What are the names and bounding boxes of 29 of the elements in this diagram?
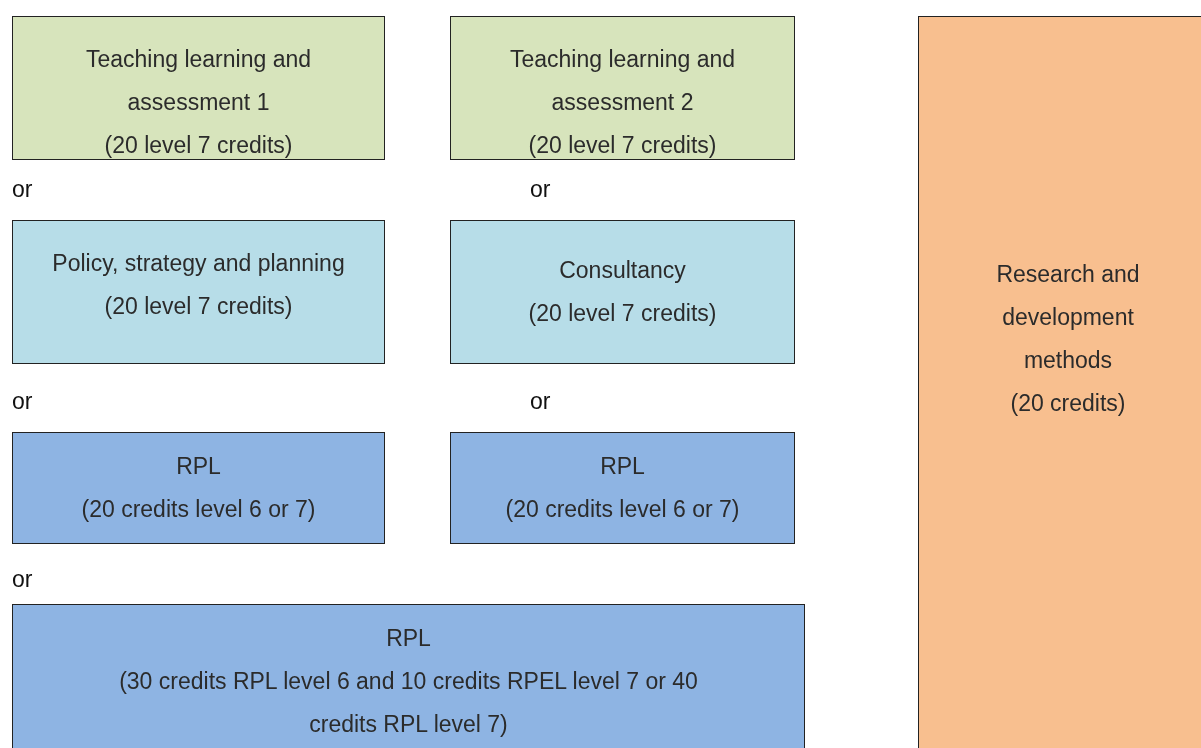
or-label: or xyxy=(530,388,551,415)
course-module-box xyxy=(12,604,805,748)
module-title: Research and development methods xyxy=(995,260,1141,375)
or-label: or xyxy=(530,176,551,203)
or-label: or xyxy=(12,176,33,203)
module-title: Teaching learning and assessment 1 xyxy=(84,45,313,117)
course-module-box xyxy=(450,220,795,364)
module-title: Teaching learning and assessment 2 xyxy=(508,45,737,117)
credit-note: (30 credits RPL level 6 and 10 credits RPEL level 7 or 40 credits RPL level 7) xyxy=(118,667,699,739)
module-title: Policy, strategy and planning xyxy=(52,249,345,278)
credit-note: (20 level 7 credits) xyxy=(104,292,293,321)
credit-note: (20 level 7 credits) xyxy=(528,299,717,328)
credit-note: (20 credits level 6 or 7) xyxy=(505,495,740,524)
course-module-box xyxy=(450,432,795,544)
or-label: or xyxy=(12,566,33,593)
module-title: RPL xyxy=(386,624,431,653)
course-module-box xyxy=(12,16,385,160)
course-module-box xyxy=(12,432,385,544)
module-title: Consultancy xyxy=(559,256,686,285)
module-title: RPL xyxy=(600,452,645,481)
course-module-box xyxy=(12,220,385,364)
module-title: RPL xyxy=(176,452,221,481)
credit-note: (20 level 7 credits) xyxy=(528,131,717,160)
credit-note: (20 credits) xyxy=(1010,389,1126,418)
course-module-box xyxy=(918,16,1201,748)
credit-note: (20 credits level 6 or 7) xyxy=(81,495,316,524)
course-module-box xyxy=(450,16,795,160)
credit-note: (20 level 7 credits) xyxy=(104,131,293,160)
or-label: or xyxy=(12,388,33,415)
